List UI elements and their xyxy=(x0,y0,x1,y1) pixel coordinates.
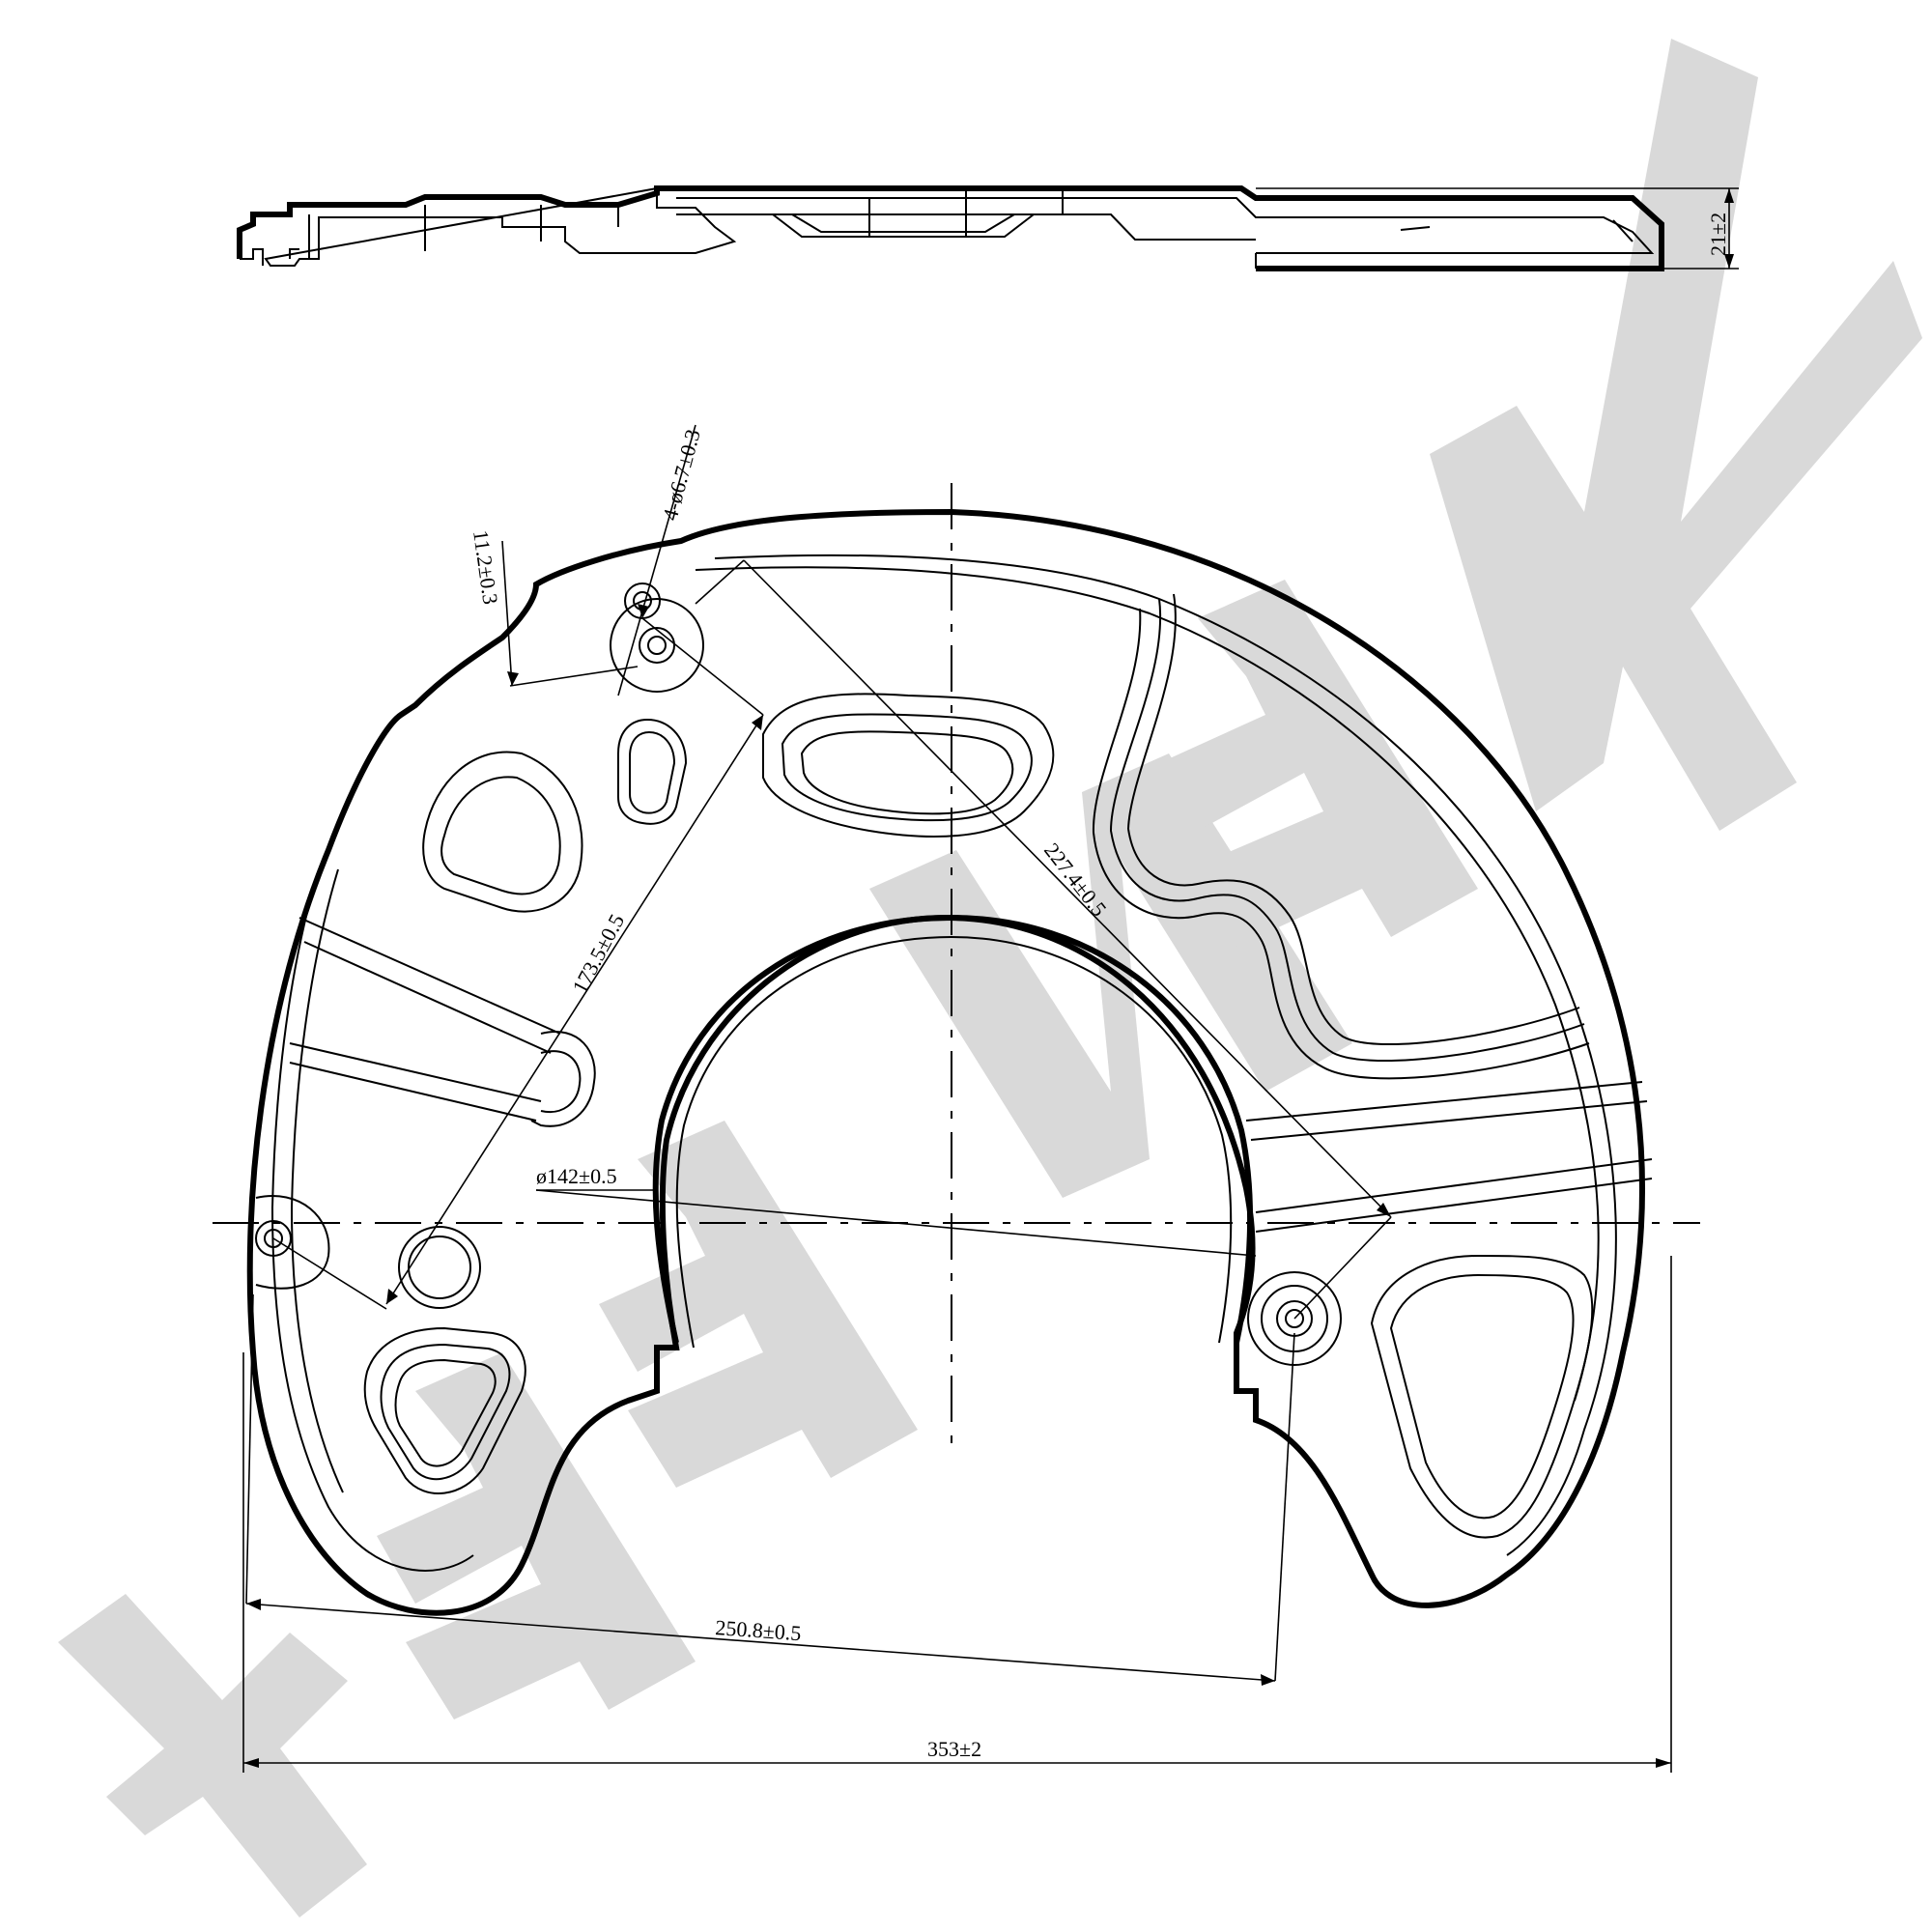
mounting-hole-top-2 xyxy=(610,598,704,693)
side-view xyxy=(237,185,1664,271)
watermark-letter-e3 xyxy=(1159,580,1478,947)
watermark-letter-y xyxy=(58,1594,367,1918)
watermark-letter-e2 xyxy=(599,1121,918,1488)
dim-thickness: 21±2 xyxy=(1706,213,1730,256)
cutout-upper-left xyxy=(422,751,583,913)
round-boss-left xyxy=(398,1226,481,1309)
cutout-lower-right xyxy=(1370,1254,1594,1539)
mounting-hole-left xyxy=(255,1195,330,1290)
dim-overall-width: 353±2 xyxy=(927,1737,981,1761)
oval-slot xyxy=(617,718,688,825)
watermark-letter-k xyxy=(1430,39,1922,831)
dimension-annotations: 21±2 4-ø6.7±0.3 11.2±0.3 173.5±0.5 227.4… xyxy=(242,187,1739,1773)
dim-center-bore: ø142±0.5 xyxy=(536,1164,617,1188)
shield-outer-contour xyxy=(246,508,1645,1616)
front-view xyxy=(213,483,1700,1616)
cutout-upper-oval xyxy=(762,693,1055,838)
cutout-lower-left xyxy=(363,1326,526,1494)
shield-inner-rim xyxy=(695,554,1617,1556)
dim-distance-a: 173.5±0.5 xyxy=(567,910,629,997)
dim-hole-offset: 11.2±0.3 xyxy=(469,528,503,606)
mounting-hole-right xyxy=(1247,1271,1342,1366)
dim-bolt-span: 250.8±0.5 xyxy=(715,1615,803,1645)
dim-hole-diameter: 4-ø6.7±0.3 xyxy=(658,427,705,524)
watermark-logo xyxy=(58,39,1922,1918)
